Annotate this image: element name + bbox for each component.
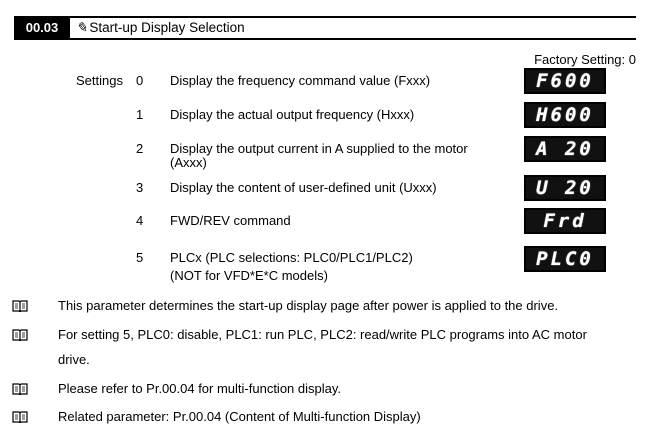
parameter-title: ✎Start-up Display Selection <box>76 18 245 38</box>
setting-number: 0 <box>136 73 144 88</box>
note-text: This parameter determines the start-up d… <box>58 298 559 313</box>
note-text-line2: drive. <box>58 352 90 367</box>
setting-number: 4 <box>136 213 144 228</box>
setting-description: FWD/REV command <box>170 213 291 228</box>
setting-number: 5 <box>136 250 144 265</box>
setting-description: Display the frequency command value (Fxx… <box>170 73 431 88</box>
setting-description: PLCx (PLC selections: PLC0/PLC1/PLC2) <box>170 250 413 265</box>
setting-description: Display the actual output frequency (Hxx… <box>170 107 415 122</box>
note-text: For setting 5, PLC0: disable, PLC1: run … <box>58 327 587 342</box>
header-bar <box>14 16 636 40</box>
book-icon <box>12 411 28 423</box>
setting-description: Display the output current in A supplied… <box>170 141 468 156</box>
book-icon <box>12 329 28 341</box>
parameter-title-text: Start-up Display Selection <box>89 20 245 35</box>
book-icon <box>12 383 28 395</box>
note-text: Please refer to Pr.00.04 for multi-funct… <box>58 381 342 396</box>
pencil-icon: ✎ <box>76 20 88 35</box>
factory-setting: Factory Setting: 0 <box>534 52 636 67</box>
settings-label: Settings <box>76 73 123 88</box>
setting-description-line2: (Axxx) <box>170 155 207 170</box>
lcd-display-text: PLC0 <box>536 248 594 270</box>
lcd-display-text: F600 <box>536 70 594 92</box>
note-text: Related parameter: Pr.00.04 (Content of … <box>58 409 421 424</box>
book-icon <box>12 300 28 312</box>
lcd-display: U 20 <box>524 175 606 201</box>
lcd-display: A 20 <box>524 136 606 162</box>
setting-number: 3 <box>136 180 144 195</box>
parameter-code: 00.03 <box>14 18 70 38</box>
setting-description-line2: (NOT for VFD*E*C models) <box>170 268 328 283</box>
lcd-display-text: A 20 <box>536 138 594 160</box>
lcd-display-text: U 20 <box>536 177 594 199</box>
lcd-display: H600 <box>524 102 606 128</box>
lcd-display-text: H600 <box>536 104 594 126</box>
lcd-display: Frd <box>524 208 606 234</box>
lcd-display: PLC0 <box>524 246 606 272</box>
setting-number: 2 <box>136 141 144 156</box>
setting-number: 1 <box>136 107 144 122</box>
lcd-display-text: Frd <box>543 210 587 232</box>
lcd-display: F600 <box>524 68 606 94</box>
setting-description: Display the content of user-defined unit… <box>170 180 437 195</box>
